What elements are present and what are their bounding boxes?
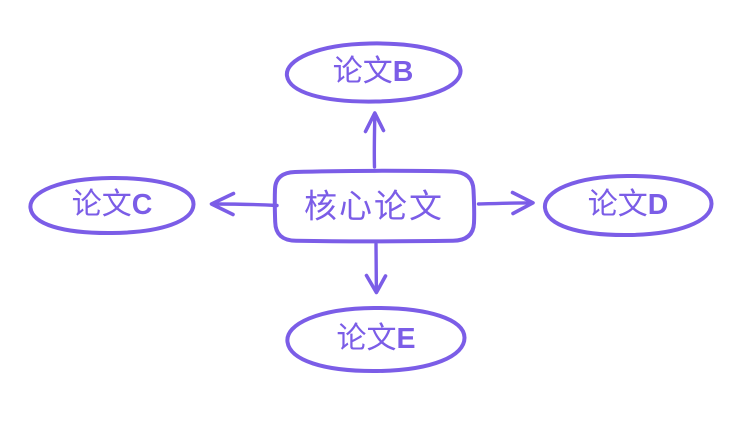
node-paper-c-ellipse — [28, 175, 196, 236]
arrow-right — [476, 190, 535, 216]
node-paper-b-label: 论文B — [333, 57, 414, 87]
node-label-letter: D — [647, 189, 669, 221]
node-paper-d-ellipse — [542, 173, 714, 238]
node-label-letter: C — [131, 189, 153, 221]
center-node-label: 核心论文 — [304, 187, 444, 225]
arrow-up — [363, 111, 386, 169]
arrow-down — [364, 242, 388, 295]
node-paper-c-label: 论文C — [72, 190, 153, 220]
node-label-letter: B — [392, 56, 414, 88]
node-paper-e-label: 论文E — [336, 324, 415, 354]
node-label-prefix: 论文 — [336, 322, 397, 355]
node-label-letter: E — [396, 323, 416, 355]
node-paper-d-label: 论文D — [588, 190, 669, 220]
node-paper-e-ellipse — [285, 305, 467, 374]
node-label-prefix: 论文 — [71, 188, 132, 221]
arrow-left — [209, 191, 279, 217]
node-label-prefix: 论文 — [587, 188, 648, 221]
node-paper-b-ellipse — [284, 41, 463, 104]
node-label-prefix: 论文 — [332, 55, 393, 88]
